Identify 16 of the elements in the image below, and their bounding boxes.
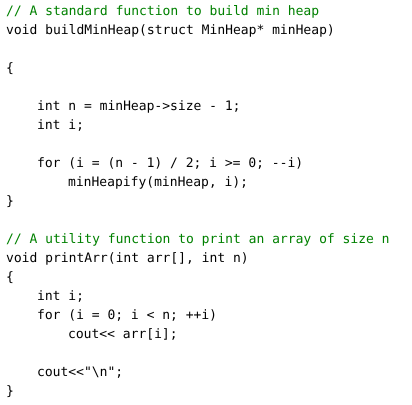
code-line: cout<< arr[i];: [68, 327, 178, 343]
code-line: int i;: [37, 118, 84, 134]
code-line: {: [6, 270, 14, 286]
code-line: {: [6, 61, 14, 77]
code-line: void buildMinHeap(struct MinHeap* minHeap): [6, 23, 335, 39]
code-line: minHeapify(minHeap, i);: [68, 175, 248, 191]
code-line: for (i = (n - 1) / 2; i >= 0; --i): [37, 156, 304, 172]
code-line: int n = minHeap->size - 1;: [37, 99, 240, 115]
code-line: void printArr(int arr[], int n): [6, 251, 249, 267]
code-comment: // A standard function to build min heap: [6, 4, 320, 20]
code-line: }: [6, 384, 14, 400]
code-line: for (i = 0; i < n; ++i): [37, 308, 218, 324]
code-comment: // A utility function to print an array of size n: [6, 232, 390, 248]
code-line: }: [6, 194, 14, 210]
code-line: cout<<"\n";: [37, 365, 124, 381]
code-line: int i;: [37, 289, 84, 305]
